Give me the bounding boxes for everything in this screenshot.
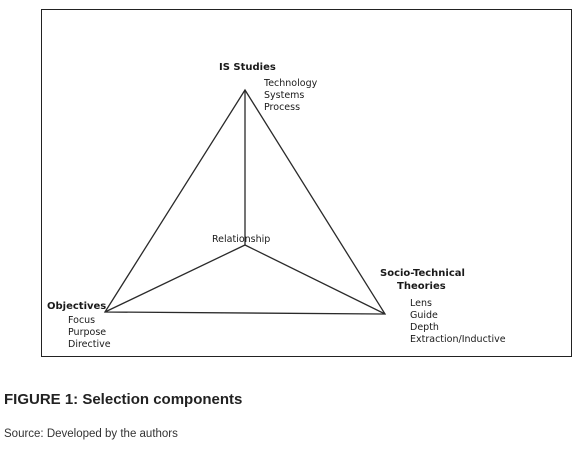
objectives-title: Objectives <box>47 301 107 312</box>
is-studies-item-process: Process <box>264 102 301 113</box>
diagram-frame <box>41 9 572 357</box>
is-studies-item-systems: Systems <box>264 90 305 101</box>
socio-technical-title-line1: Socio-Technical <box>380 268 465 279</box>
socio-technical-title-line2: Theories <box>397 281 446 292</box>
socio-technical-item-depth: Depth <box>410 322 439 333</box>
figure-source: Source: Developed by the authors <box>4 428 178 440</box>
objectives-item-focus: Focus <box>68 315 96 326</box>
triangle-outline <box>103 88 387 315</box>
socio-technical-items: Lens Guide Depth Extraction/Inductive <box>410 298 506 346</box>
spoke-right <box>244 244 386 315</box>
objectives-items: Focus Purpose Directive <box>68 315 111 351</box>
socio-technical-item-lens: Lens <box>410 298 432 309</box>
is-studies-title: IS Studies <box>219 62 276 73</box>
socio-technical-item-extraction: Extraction/Inductive <box>410 334 506 345</box>
spoke-left <box>104 244 246 313</box>
is-studies-items: Technology Systems Process <box>264 78 317 114</box>
relationship-label: Relationship <box>212 234 271 245</box>
is-studies-item-technology: Technology <box>264 78 318 89</box>
objectives-item-purpose: Purpose <box>68 327 107 338</box>
socio-technical-item-guide: Guide <box>410 310 438 321</box>
figure-caption: FIGURE 1: Selection components <box>4 391 243 408</box>
objectives-item-directive: Directive <box>68 339 111 350</box>
